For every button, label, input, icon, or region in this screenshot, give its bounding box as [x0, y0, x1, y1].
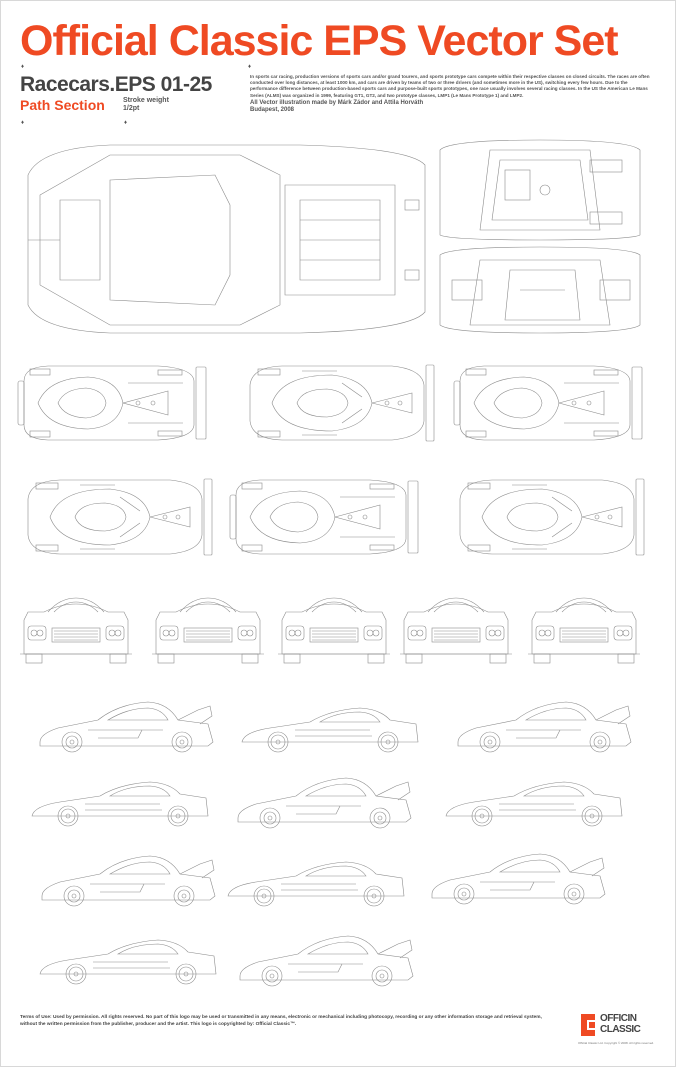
prototype-side-view [445, 781, 623, 827]
prototype-side-view [41, 855, 216, 907]
credit: All Vector illustration made by Márk Zád… [250, 100, 423, 114]
stroke-weight: Stroke weight 1/2pt [123, 97, 169, 113]
prototype-front-view [19, 597, 133, 664]
prototype-side-view [237, 777, 412, 829]
bullet-mark: ♦ [21, 120, 25, 126]
logo-copyright: Official Classic Ltd. Copyright © 2008. … [578, 1041, 655, 1045]
prototype-top-view [459, 478, 645, 556]
bullet-mark: ♦ [124, 120, 128, 126]
prototype-side-view [227, 861, 405, 907]
prototype-top-view [453, 365, 643, 441]
prototype-front-view [277, 597, 391, 664]
set-subtitle: Racecars.EPS 01-25 [20, 73, 212, 96]
prototype-side-view [39, 701, 214, 753]
prototype-side-view [39, 939, 217, 985]
poster-title: Official Classic EPS Vector Set [20, 17, 619, 65]
wedge-car-top-view [27, 144, 426, 334]
publisher-logo: OFFICIN CLASSIC Official Classic Ltd. Co… [578, 1010, 658, 1050]
credit-place-date: Budapest, 2008 [250, 107, 295, 114]
logo-mark-icon [581, 1014, 595, 1036]
prototype-side-view [431, 853, 606, 905]
logo-text-line1: OFFICIN [600, 1013, 637, 1024]
prototype-side-view [31, 781, 209, 827]
wedge-car-view-upper [439, 139, 641, 241]
wedge-car-view-lower [439, 246, 641, 334]
prototype-front-view [399, 597, 513, 664]
prototype-top-view [229, 479, 419, 555]
prototype-top-view [249, 364, 435, 442]
logo-text-line2: CLASSIC [600, 1024, 641, 1035]
stroke-weight-label: Stroke weight [123, 97, 169, 104]
credit-authors: All Vector illustration made by Márk Zád… [250, 100, 424, 106]
prototype-front-view [527, 597, 641, 664]
prototype-top-view [17, 365, 207, 441]
stroke-weight-value: 1/2pt [123, 105, 140, 113]
prototype-side-view [239, 935, 414, 987]
terms-of-use: Terms of Use: Used by permission. All ri… [20, 1015, 542, 1027]
section-label: Path Section [20, 97, 105, 113]
prototype-front-view [151, 597, 265, 664]
prototype-side-view [457, 701, 632, 753]
intro-paragraph: In sports car racing, production version… [250, 74, 650, 98]
prototype-side-view [241, 707, 419, 753]
bullet-mark: ♦ [248, 64, 252, 70]
prototype-top-view [27, 478, 213, 556]
bullet-mark: ♦ [21, 64, 25, 70]
